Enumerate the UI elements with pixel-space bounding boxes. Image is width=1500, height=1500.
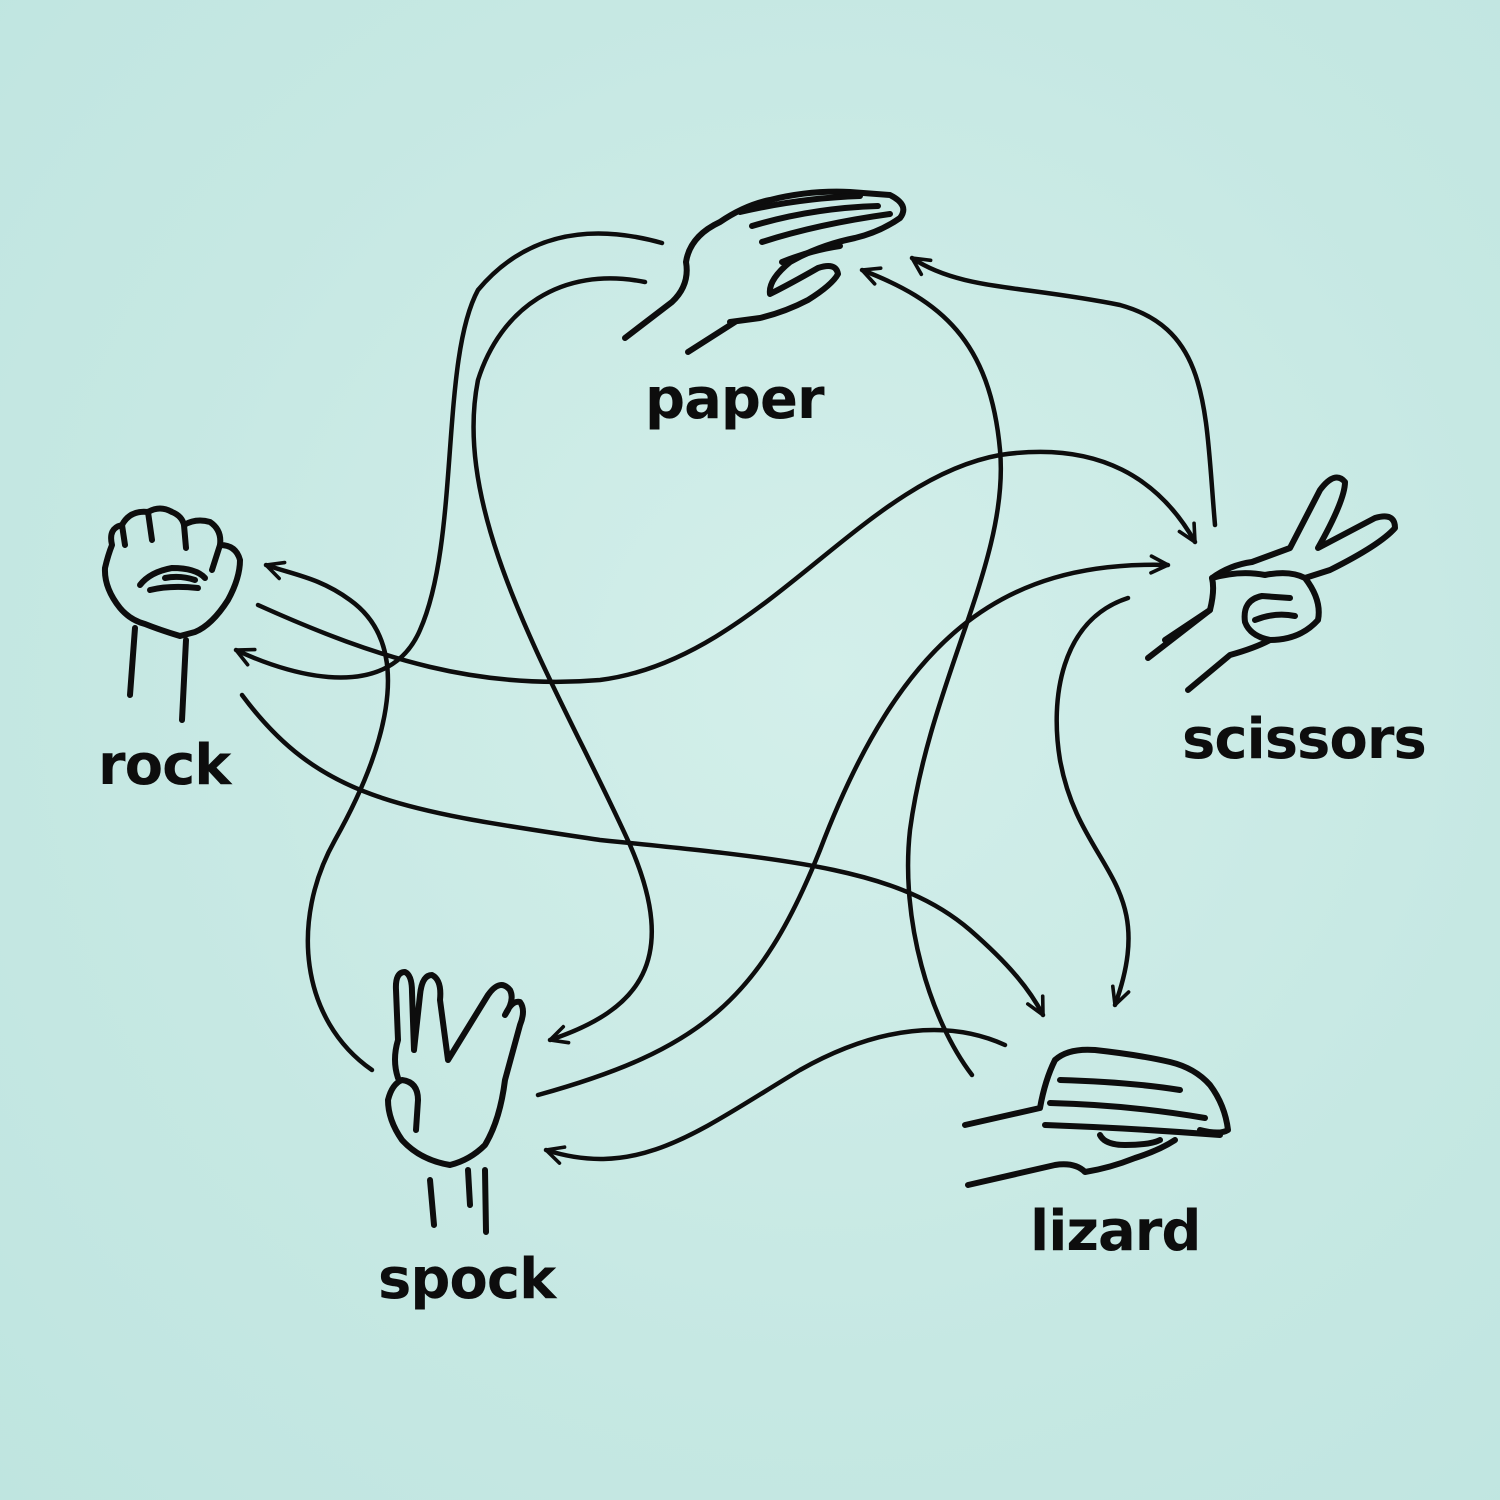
arrow-spock-to-scissors bbox=[535, 554, 1171, 1098]
arrow-lizard-to-spock bbox=[543, 1027, 1008, 1165]
lizard-hand-icon bbox=[962, 1046, 1231, 1188]
arrow-paper-to-spock bbox=[471, 276, 655, 1045]
label-paper: paper bbox=[645, 367, 825, 432]
arrow-rock-to-lizard bbox=[239, 692, 1046, 1018]
arrow-spock-to-rock bbox=[263, 560, 391, 1073]
label-spock: spock bbox=[378, 1247, 556, 1312]
arrow-paper-to-rock bbox=[233, 231, 665, 680]
arrow-rock-to-scissors bbox=[255, 449, 1198, 685]
arrow-scissors-to-paper bbox=[909, 255, 1218, 528]
scissors-hand-icon bbox=[1145, 474, 1398, 693]
label-rock: rock bbox=[98, 733, 232, 798]
label-scissors: scissors bbox=[1182, 707, 1427, 772]
fist-icon bbox=[101, 505, 243, 723]
vulcan-salute-hand-icon bbox=[385, 969, 526, 1235]
flat-hand-icon bbox=[622, 188, 907, 355]
label-lizard: lizard bbox=[1030, 1199, 1201, 1264]
arrow-scissors-to-lizard bbox=[1054, 595, 1131, 1008]
arrow-lizard-to-paper bbox=[859, 266, 1004, 1078]
